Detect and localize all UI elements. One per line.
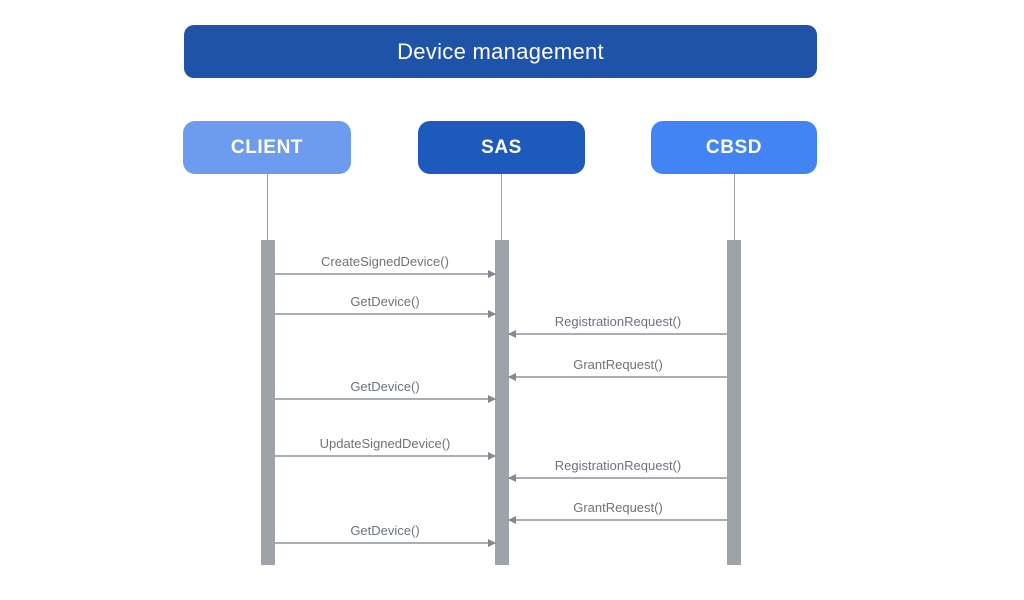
message-label: GetDevice() [350,523,420,538]
message-arrow-line [275,538,496,547]
message-5-get-device: GetDevice() [275,378,496,403]
arrow-right-icon [488,309,496,318]
message-2-get-device: GetDevice() [275,293,496,318]
arrow-right-icon [488,394,496,403]
arrow-left-icon [508,372,516,381]
message-label: GetDevice() [350,294,420,309]
message-6-update-signed-device: UpdateSignedDevice() [275,435,496,460]
activation-bar-client [261,240,275,565]
message-arrow-line [275,309,496,318]
message-arrow-line [275,451,496,460]
message-9-get-device: GetDevice() [275,522,496,547]
arrow-right-icon [488,538,496,547]
message-label: CreateSignedDevice() [321,254,449,269]
arrow-right-icon [488,269,496,278]
message-arrow-line [508,372,727,381]
message-4-grant-request: GrantRequest() [508,356,727,381]
lifeline-cbsd [734,174,735,240]
lifeline-client [267,174,268,240]
actor-sas-label: SAS [481,136,522,158]
activation-bar-sas [495,240,509,565]
message-arrow-line [508,515,727,524]
message-3-registration-request: RegistrationRequest() [508,313,727,338]
arrow-right-icon [488,451,496,460]
message-label: GetDevice() [350,379,420,394]
diagram-title-bar: Device management [184,25,817,78]
arrow-left-icon [508,329,516,338]
message-label: RegistrationRequest() [554,314,682,329]
message-label: GrantRequest() [573,357,663,372]
arrow-left-icon [508,515,516,524]
message-arrow-line [508,329,727,338]
message-arrow-line [508,473,727,482]
actor-sas: SAS [418,121,585,174]
message-label: RegistrationRequest() [554,458,682,473]
actor-client: CLIENT [183,121,351,174]
activation-bar-cbsd [727,240,741,565]
actor-client-label: CLIENT [230,136,304,158]
message-8-grant-request: GrantRequest() [508,499,727,524]
actor-cbsd: CBSD [651,121,817,174]
actor-cbsd-label: CBSD [705,136,763,158]
lifeline-sas [501,174,502,240]
message-arrow-line [275,269,496,278]
message-arrow-line [275,394,496,403]
message-label: GrantRequest() [573,500,663,515]
message-7-registration-request: RegistrationRequest() [508,457,727,482]
message-1-create-signed-device: CreateSignedDevice() [275,253,496,278]
diagram-title: Device management [397,38,604,64]
arrow-left-icon [508,473,516,482]
message-label: UpdateSignedDevice() [319,436,451,451]
